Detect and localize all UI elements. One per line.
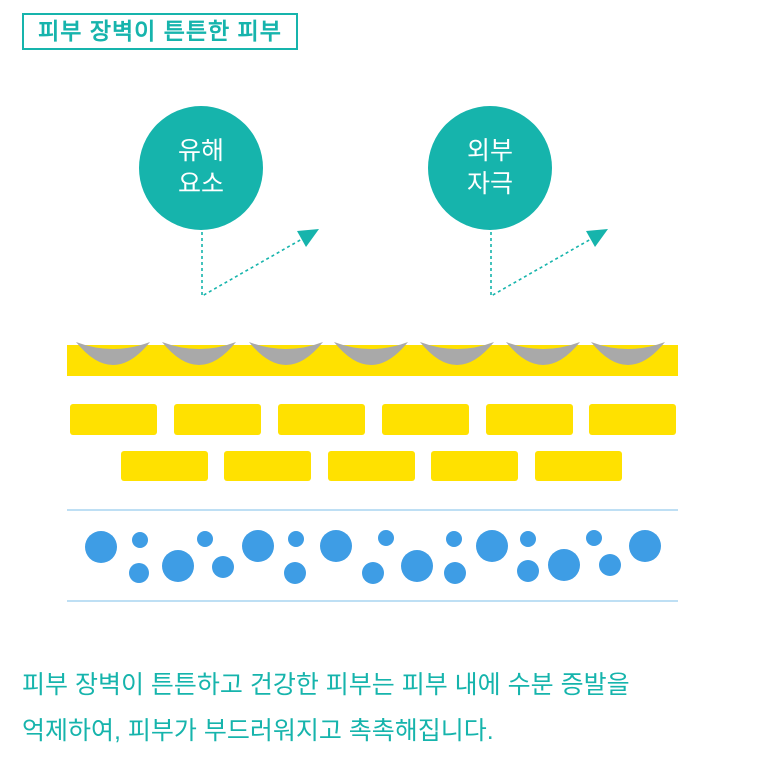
moisture-droplet xyxy=(517,560,539,582)
moisture-droplet xyxy=(446,531,462,547)
moisture-droplet xyxy=(378,530,394,546)
moisture-droplet xyxy=(520,531,536,547)
arrowhead-icon xyxy=(297,229,319,247)
skin-surface-layer xyxy=(67,342,678,376)
factor-label-line1: 유해 xyxy=(177,137,224,165)
moisture-droplet xyxy=(444,562,466,584)
moisture-droplet xyxy=(284,562,306,584)
brick xyxy=(486,404,573,435)
dashed-line xyxy=(490,232,592,298)
moisture-droplet xyxy=(85,531,117,563)
brick xyxy=(382,404,469,435)
moisture-droplet xyxy=(242,530,274,562)
brick xyxy=(431,451,518,481)
brick xyxy=(121,451,208,481)
external-irritation-deflect-arrow xyxy=(490,229,608,298)
factor-label-line2: 요소 xyxy=(177,170,224,198)
moisture-droplet xyxy=(162,550,194,582)
moisture-droplet xyxy=(586,530,602,546)
title-box: 피부 장벽이 튼튼한 피부 xyxy=(22,13,298,50)
brick xyxy=(224,451,311,481)
moisture-droplet xyxy=(197,531,213,547)
surface-scale xyxy=(249,342,323,365)
moisture-droplet xyxy=(288,531,304,547)
brick xyxy=(535,451,622,481)
page-title: 피부 장벽이 튼튼한 피부 xyxy=(38,18,282,44)
description-line-2: 억제하여, 피부가 부드러워지고 촉촉해집니다. xyxy=(22,717,494,745)
surface-scale xyxy=(334,342,408,365)
arrowhead-icon xyxy=(586,229,608,247)
surface-scale xyxy=(162,342,236,365)
factor-label-line1: 외부 xyxy=(466,137,513,165)
skin-brick-layer xyxy=(70,404,676,481)
harmful-factors-circle: 유해 요소 xyxy=(139,106,263,230)
moisture-droplet xyxy=(599,554,621,576)
moisture-droplet xyxy=(132,532,148,548)
surface-scale xyxy=(420,342,494,365)
dashed-line xyxy=(201,232,303,298)
moisture-droplet xyxy=(401,550,433,582)
external-irritation-circle: 외부 자극 xyxy=(428,106,552,230)
surface-scale xyxy=(506,342,580,365)
moisture-droplet xyxy=(629,530,661,562)
moisture-droplet xyxy=(476,530,508,562)
brick xyxy=(70,404,157,435)
moisture-droplet xyxy=(212,556,234,578)
moisture-layer xyxy=(67,509,678,602)
brick xyxy=(589,404,676,435)
surface-scale xyxy=(591,342,665,365)
harmful-factors-deflect-arrow xyxy=(201,229,319,298)
moisture-droplet xyxy=(362,562,384,584)
surface-scale xyxy=(76,342,150,365)
factor-label-line2: 자극 xyxy=(466,170,513,198)
moisture-droplet xyxy=(320,530,352,562)
moisture-droplet xyxy=(129,563,149,583)
brick xyxy=(278,404,365,435)
description-line-1: 피부 장벽이 튼튼하고 건강한 피부는 피부 내에 수분 증발을 xyxy=(22,671,630,699)
moisture-droplet xyxy=(548,549,580,581)
brick xyxy=(174,404,261,435)
description: 피부 장벽이 튼튼하고 건강한 피부는 피부 내에 수분 증발을 억제하여, 피… xyxy=(22,662,742,754)
brick xyxy=(328,451,415,481)
